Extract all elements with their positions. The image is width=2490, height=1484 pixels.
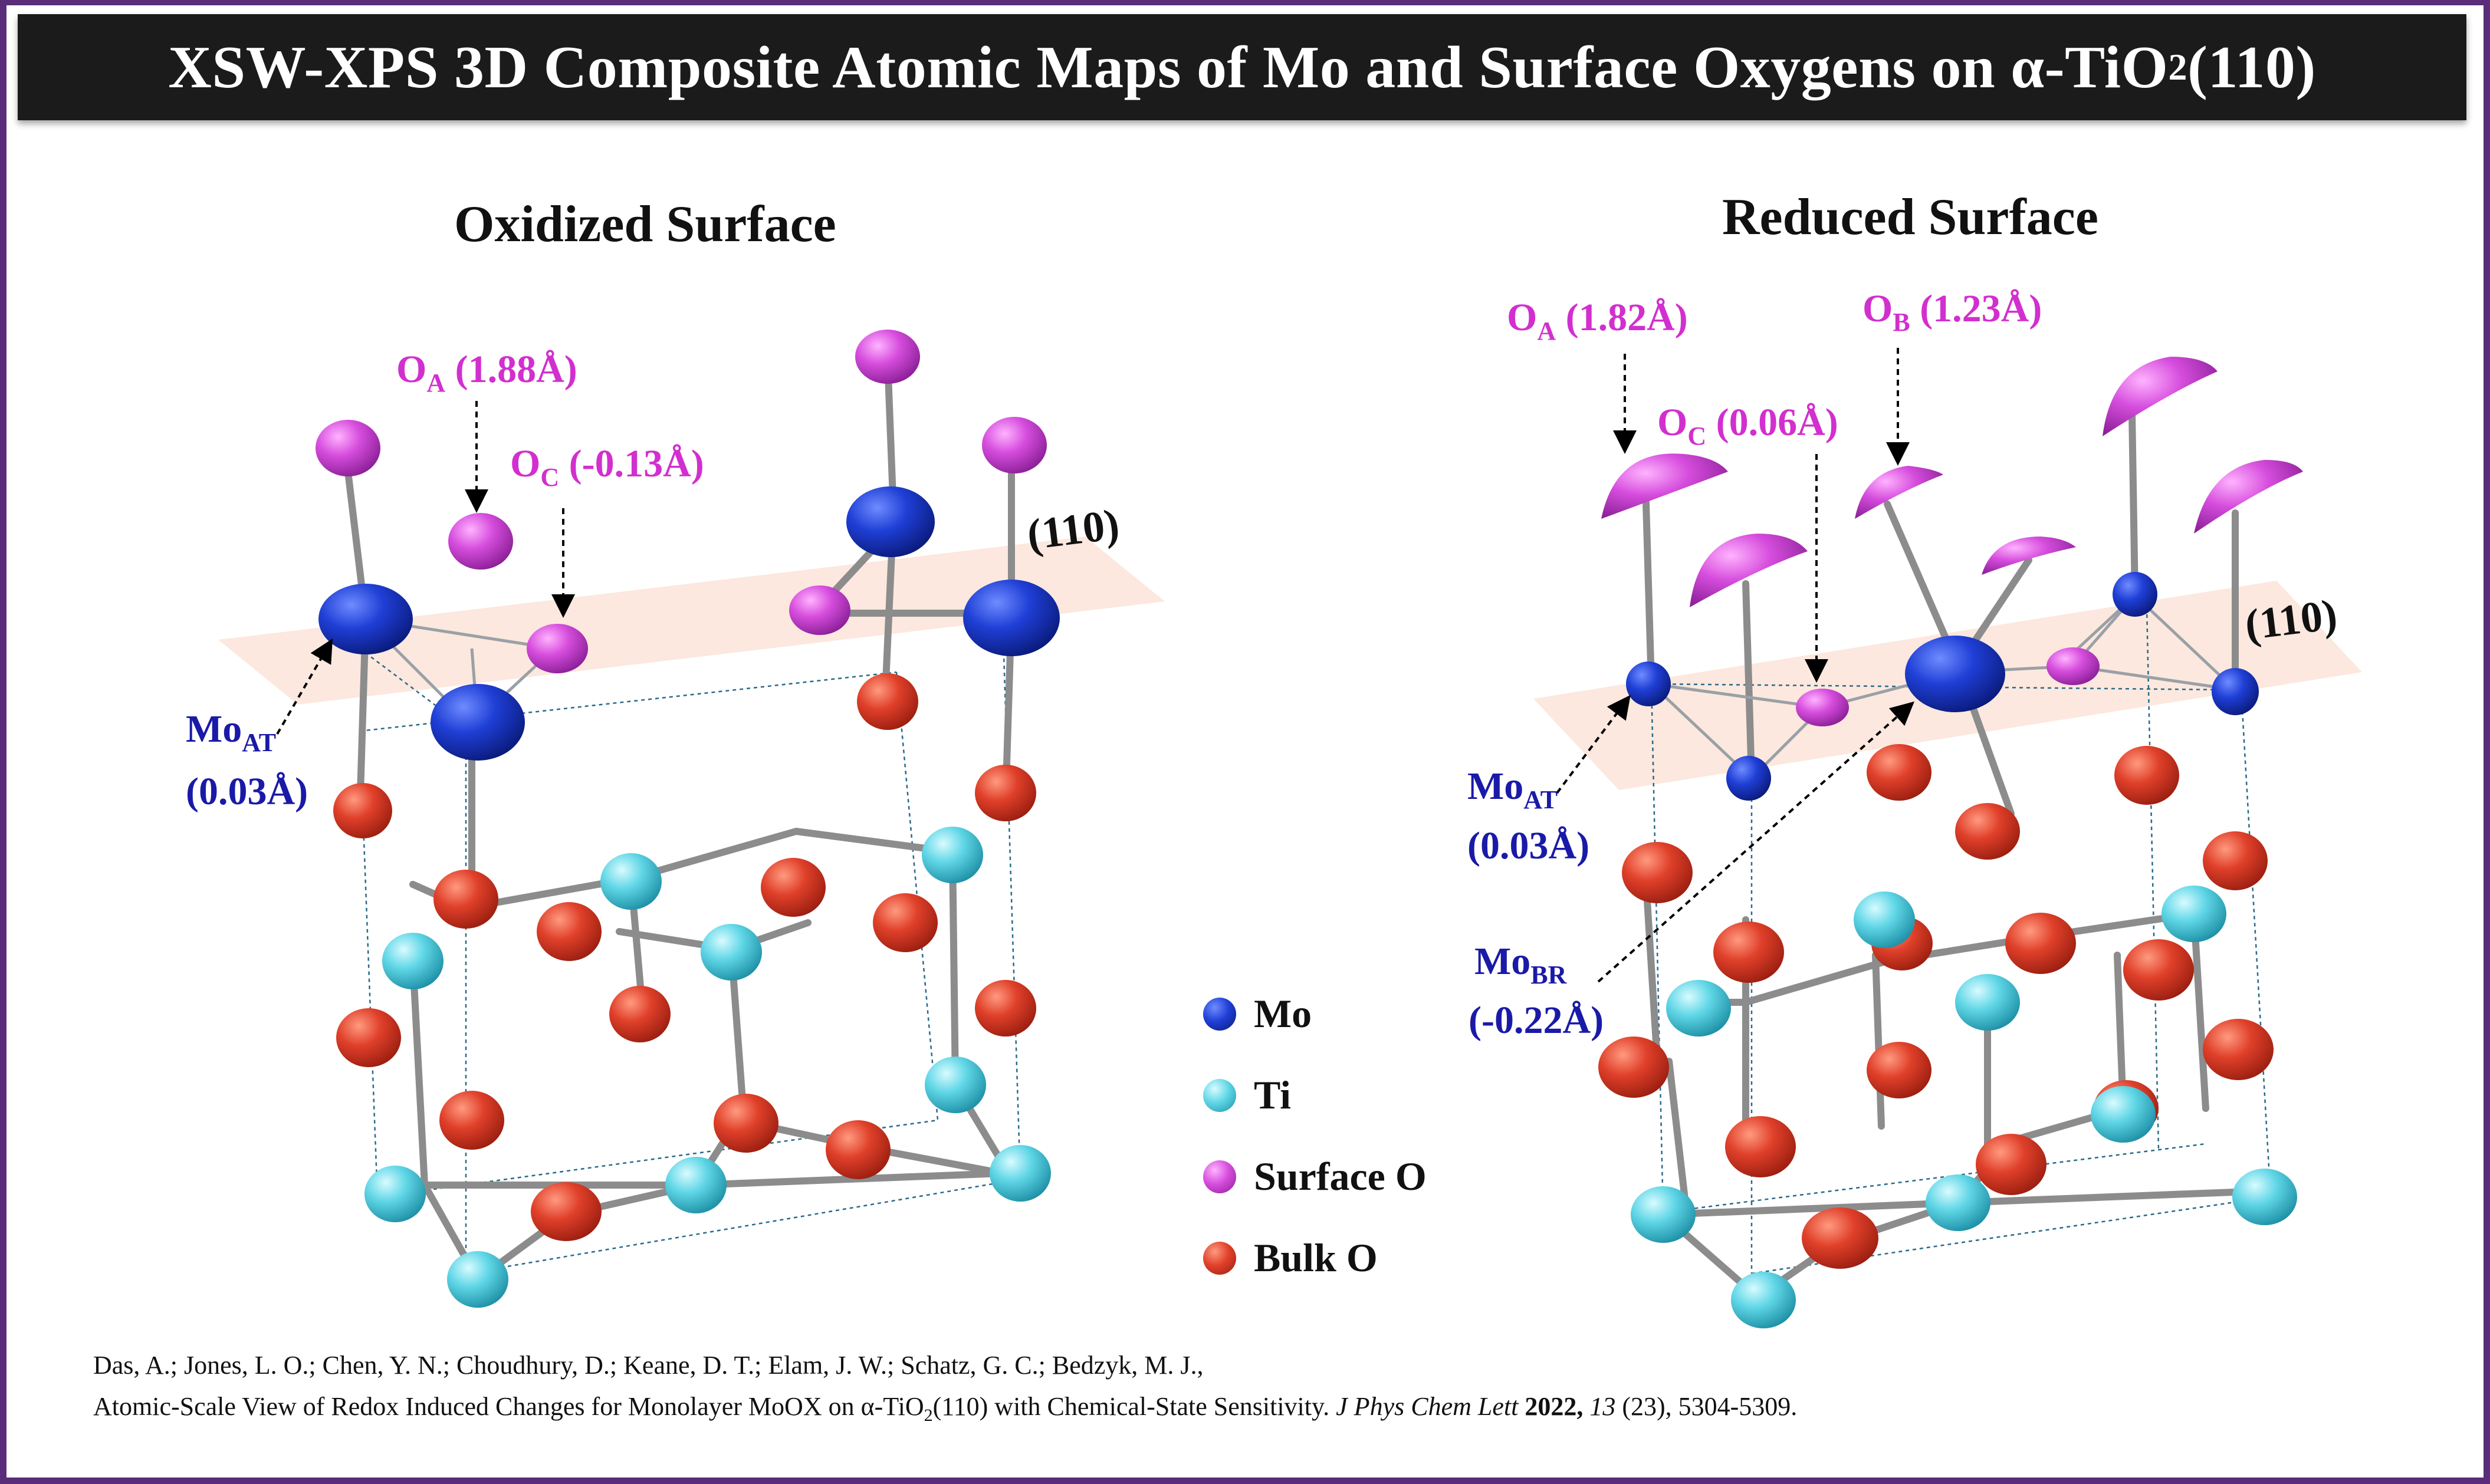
legend-label-mo: Mo bbox=[1254, 991, 1312, 1036]
oxidized-structure bbox=[218, 330, 1165, 1308]
surface-oxygens-left bbox=[316, 330, 1047, 673]
citation-year: 2022, bbox=[1525, 1392, 1584, 1421]
surface-oxygens-right bbox=[1601, 357, 2303, 726]
label-ob-right: OB (1.23Å) bbox=[1862, 287, 2042, 337]
plane-label-left: (110) bbox=[1024, 500, 1122, 559]
legend-item-surface-o: Surface O bbox=[1203, 1153, 1427, 1200]
title-subscript: 2 bbox=[2168, 46, 2187, 88]
citation-authors: Das, A.; Jones, L. O.; Chen, Y. N.; Chou… bbox=[93, 1351, 1204, 1380]
citation-reference: Atomic-Scale View of Redox Induced Chang… bbox=[93, 1391, 1797, 1426]
reduced-structure bbox=[1533, 348, 2362, 1328]
annotation-arrows-right bbox=[1556, 348, 1914, 983]
plane-label-right: (110) bbox=[2242, 590, 2340, 649]
labels-right: (110) OA (1.82Å) OB (1.23Å) OC (0.06Å) M… bbox=[1467, 287, 2340, 1042]
label-oa-right: OA (1.82Å) bbox=[1507, 296, 1688, 346]
citation-title-b: (110) with Chemical-State Sensitivity. bbox=[932, 1392, 1336, 1421]
mo-sphere-icon bbox=[1203, 997, 1236, 1031]
labels-left: (110) OA (1.88Å) OC (-0.13Å) MoAT (0.03Å… bbox=[186, 348, 1122, 813]
label-mo-at-left-value: (0.03Å) bbox=[186, 770, 308, 813]
citation-journal: J Phys Chem Lett bbox=[1336, 1392, 1519, 1421]
title-main: XSW-XPS 3D Composite Atomic Maps of Mo a… bbox=[168, 34, 2169, 101]
figure-title: XSW-XPS 3D Composite Atomic Maps of Mo a… bbox=[18, 14, 2466, 120]
molybdenum-atoms-left bbox=[318, 486, 1060, 761]
legend-label-bulk-o: Bulk O bbox=[1254, 1235, 1378, 1280]
plane-110-left bbox=[218, 537, 1165, 705]
citation-pages: (23), 5304-5309. bbox=[1622, 1392, 1798, 1421]
panel-title-oxidized: Oxidized Surface bbox=[454, 196, 836, 253]
panel-title-reduced: Reduced Surface bbox=[1722, 189, 2098, 246]
title-tail: (110) bbox=[2187, 34, 2316, 101]
citation-title-a: Atomic-Scale View of Redox Induced Chang… bbox=[93, 1392, 924, 1421]
label-oc-left: OC (-0.13Å) bbox=[510, 442, 704, 492]
legend-label-surface-o: Surface O bbox=[1254, 1154, 1427, 1199]
label-mo-at-left: MoAT bbox=[186, 708, 276, 757]
legend-item-ti: Ti bbox=[1203, 1072, 1291, 1118]
label-oc-right: OC (0.06Å) bbox=[1657, 401, 1838, 450]
citation-title-sub: 2 bbox=[924, 1405, 933, 1425]
molybdenum-atoms-right bbox=[1626, 572, 2259, 801]
legend-item-bulk-o: Bulk O bbox=[1203, 1235, 1378, 1281]
bulk-oxygens-right bbox=[1598, 744, 2274, 1269]
citation-volume: 13 bbox=[1589, 1392, 1616, 1421]
label-mo-at-right-value: (0.03Å) bbox=[1467, 824, 1589, 867]
bulk-oxygens-left bbox=[333, 673, 1036, 1241]
ti-sphere-icon bbox=[1203, 1078, 1236, 1112]
bulk-o-sphere-icon bbox=[1203, 1241, 1236, 1275]
surface-o-sphere-icon bbox=[1203, 1160, 1236, 1193]
annotation-arrows-left bbox=[276, 401, 575, 735]
titanium-atoms-left bbox=[364, 827, 1051, 1308]
label-mo-br-right-value: (-0.22Å) bbox=[1469, 999, 1604, 1042]
label-mo-br-right: MoBR bbox=[1474, 940, 1568, 989]
label-oa-left: OA (1.88Å) bbox=[396, 348, 577, 397]
titanium-atoms-right bbox=[1631, 886, 2297, 1328]
legend-label-ti: Ti bbox=[1254, 1072, 1292, 1117]
legend-item-mo: Mo bbox=[1203, 991, 1312, 1037]
label-mo-at-right: MoAT bbox=[1467, 765, 1558, 814]
